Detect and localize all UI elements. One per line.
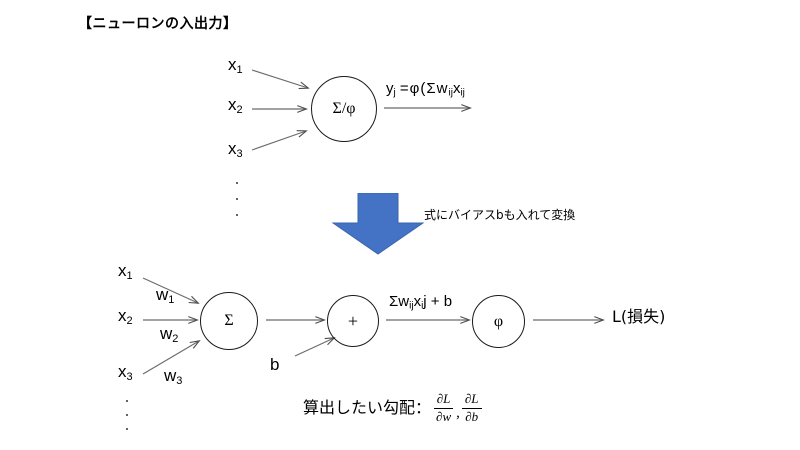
bottom-input-x1: x1 — [118, 261, 133, 282]
top-output-formula: yj =φ(Σwijxij — [386, 80, 465, 99]
gradient-term-w: ∂L ∂w — [433, 391, 454, 424]
plus-node: + — [327, 295, 379, 347]
top-neuron-node: Σ/φ — [311, 76, 377, 142]
plus-node-label: + — [347, 310, 359, 331]
down-arrow-icon — [332, 193, 424, 255]
gradient-note: 算出したい勾配： ∂L ∂w , ∂L ∂b — [303, 391, 482, 424]
weight-w2: w2 — [160, 324, 179, 345]
loss-output-label: L(損失) — [612, 307, 666, 326]
gradient-separator: , — [456, 405, 460, 422]
activation-node-label: φ — [493, 312, 504, 330]
activation-node: φ — [472, 295, 525, 348]
bottom-input-ellipsis — [124, 400, 130, 430]
sum-node: Σ — [200, 292, 258, 350]
top-input-x3: x3 — [228, 139, 243, 160]
top-input-x1: x1 — [228, 55, 243, 76]
bias-label: b — [270, 355, 280, 374]
gradient-term-b: ∂L ∂b — [461, 391, 482, 424]
top-input-x2: x2 — [228, 95, 243, 116]
bottom-input-x2: x2 — [118, 306, 133, 327]
gradient-note-text: 算出したい勾配： — [303, 398, 432, 418]
top-input-ellipsis — [234, 182, 240, 216]
top-neuron-label: Σ/φ — [332, 100, 356, 117]
sum-node-label: Σ — [224, 312, 234, 329]
bottom-input-x3: x3 — [118, 362, 133, 383]
weight-w3: w3 — [164, 366, 183, 387]
page-title: 【ニューロンの入出力】 — [78, 15, 238, 31]
bottom-mid-formula: Σwijxij + b — [389, 293, 453, 312]
transition-note: 式にバイアスbも入れて変換 — [424, 208, 576, 222]
weight-w1: w1 — [156, 285, 175, 306]
